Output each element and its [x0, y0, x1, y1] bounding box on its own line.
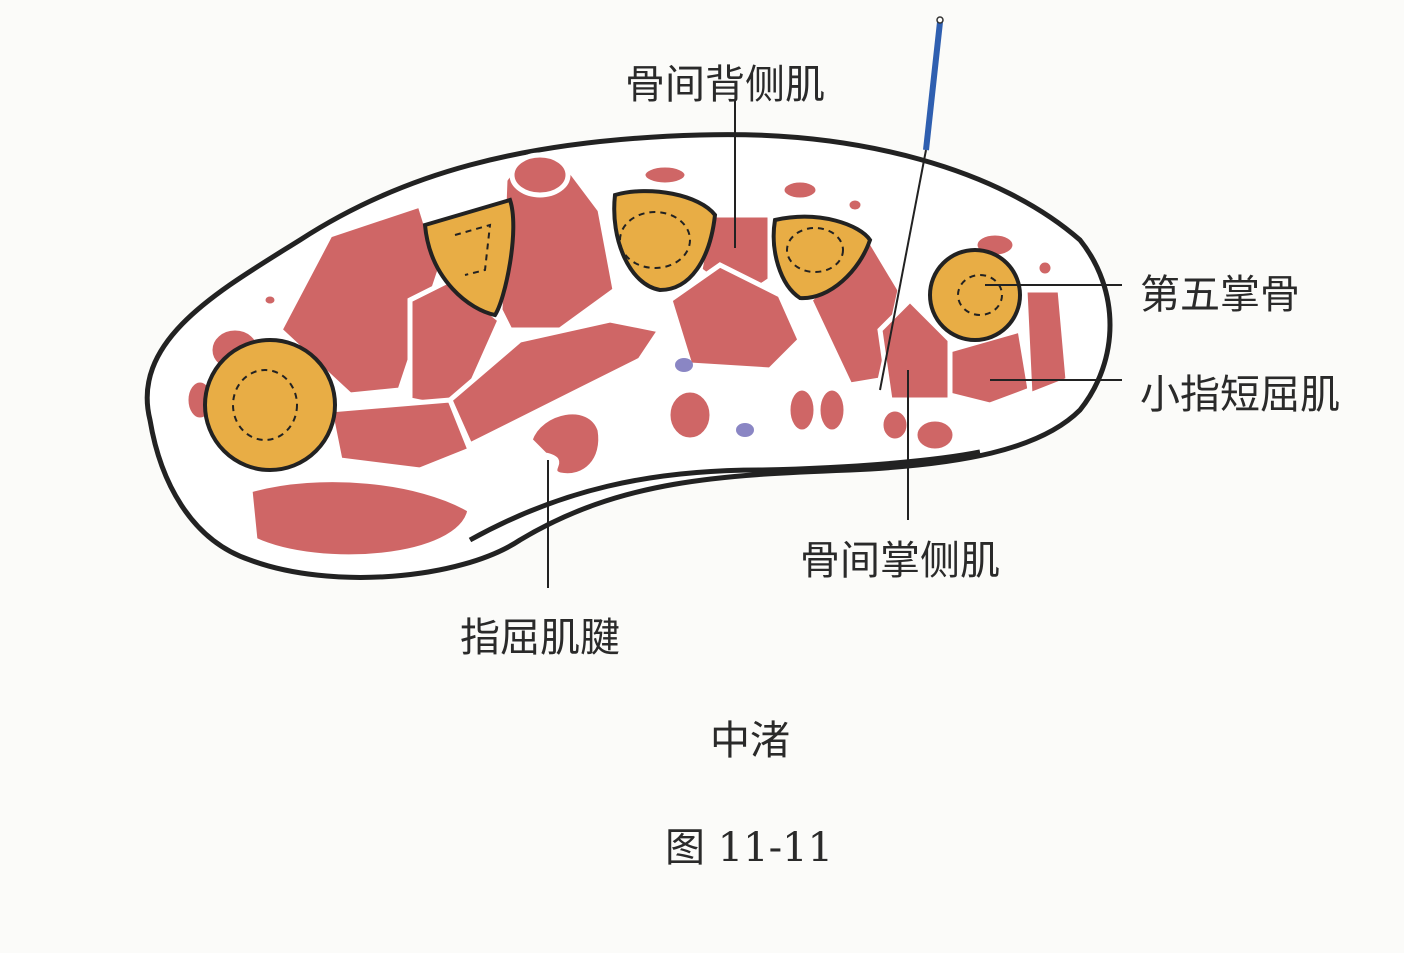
label-fifth-metacarpal: 第五掌骨: [1140, 272, 1300, 318]
metacarpal-bones: [203, 189, 1022, 472]
label-palmar-interossei: 骨间掌侧肌: [800, 538, 1000, 584]
needle-shaft: [923, 21, 943, 151]
bone-third-metacarpal: [422, 197, 516, 318]
label-dorsal-interossei: 骨间背侧肌: [625, 62, 825, 108]
vessels: [675, 358, 754, 437]
label-flexor-digiti-minimi-brevis: 小指短屈肌: [1140, 372, 1340, 418]
label-flexor-tendons: 指屈肌腱: [460, 615, 620, 661]
needle-path: [879, 149, 927, 391]
bone-fifth-metacarpal: [928, 248, 1022, 342]
bone-fourth-metacarpal-b: [771, 214, 873, 301]
figure-caption: 图 11-11: [665, 825, 834, 871]
needle-tip-handle: [936, 16, 944, 24]
bone-second-metacarpal: [203, 338, 337, 472]
acupoint-name: 中渚: [710, 718, 790, 764]
